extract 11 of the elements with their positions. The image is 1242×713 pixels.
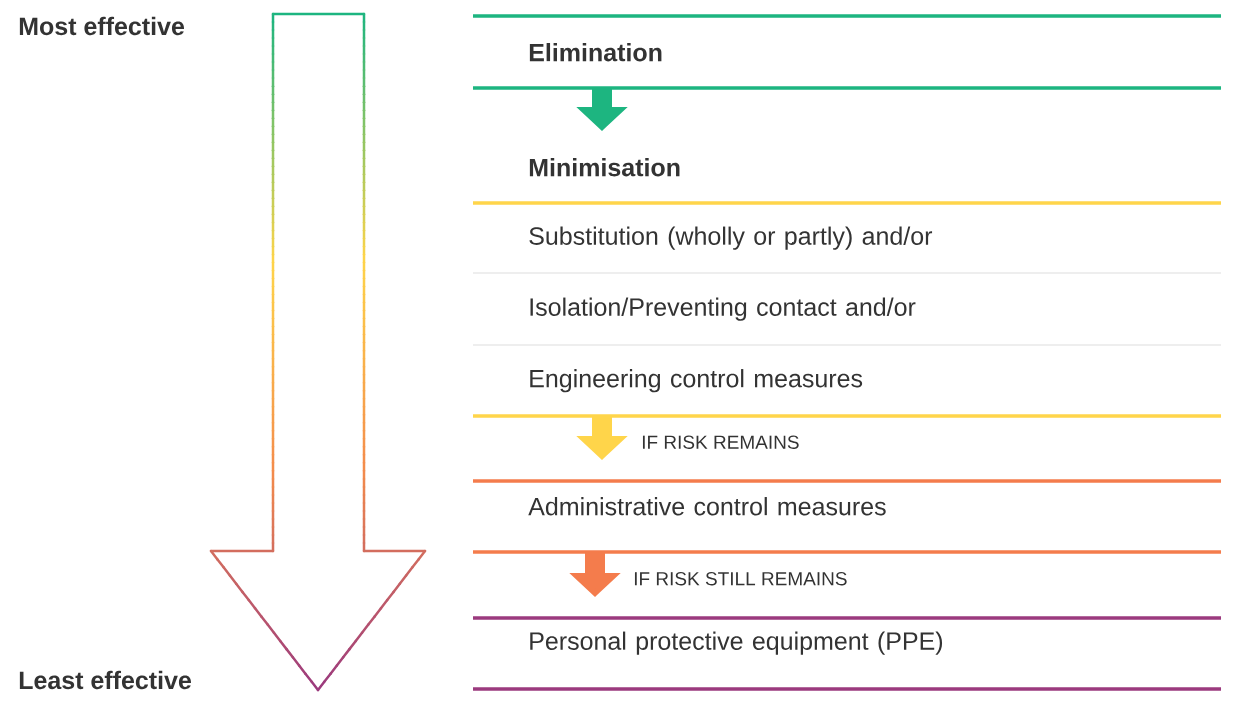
hierarchy-row: Isolation/Preventing contact and/or — [530, 297, 916, 321]
edge-label: IF RISK REMAINS — [642, 435, 799, 449]
hierarchy-row: Elimination — [529, 43, 662, 62]
edge-label: IF RISK STILL REMAINS — [634, 572, 847, 586]
hierarchy-row: Substitution (wholly or partly) and/or — [529, 226, 933, 250]
hierarchy-row: Administrative control measures — [528, 497, 886, 516]
scale-label: Most effective — [19, 16, 185, 36]
hierarchy-row: Minimisation — [529, 158, 680, 177]
hierarchy-row: Engineering control measures — [530, 369, 863, 393]
hierarchy-row: Personal protective equipment (PPE) — [530, 631, 943, 655]
scale-label: Least effective — [19, 670, 191, 690]
